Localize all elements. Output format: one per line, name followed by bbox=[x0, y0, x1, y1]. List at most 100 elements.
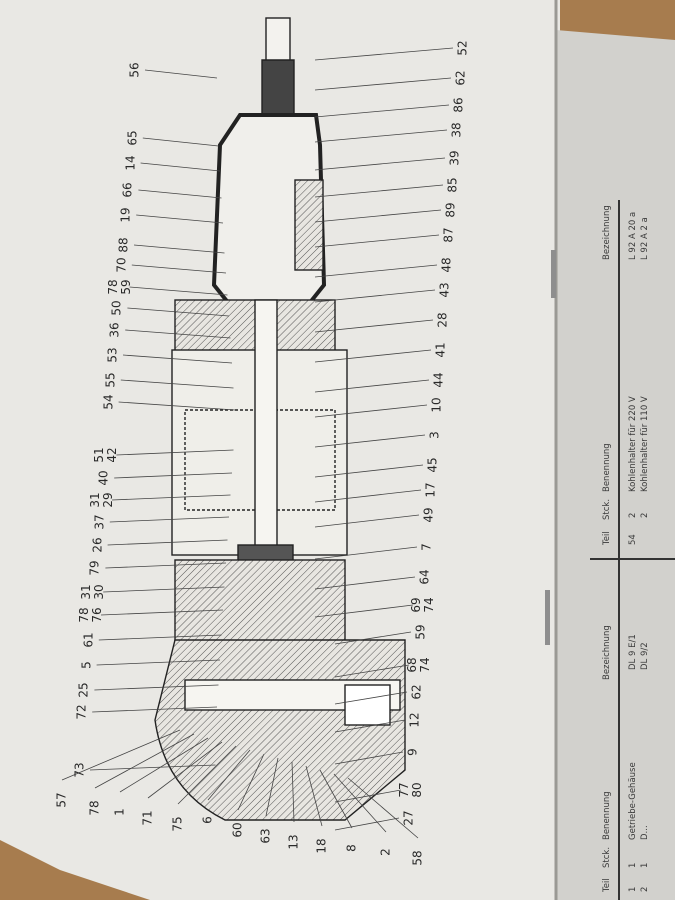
left-callout-label: 37 bbox=[92, 514, 107, 530]
leader-line bbox=[61, 729, 181, 781]
leader-line bbox=[96, 659, 221, 666]
right-callout-label: 39 bbox=[447, 150, 462, 166]
leader-line bbox=[98, 634, 222, 641]
leader-line bbox=[334, 719, 406, 733]
left-callout-label: 25 bbox=[76, 682, 91, 698]
left-callout-label: 53 bbox=[105, 347, 120, 363]
leader-line bbox=[314, 379, 430, 393]
col-bezeichnung: Bezeichnung bbox=[602, 205, 612, 260]
leader-line bbox=[314, 576, 416, 590]
right-callout-label: 85 bbox=[445, 177, 460, 193]
bottom-callout-label: 75 bbox=[170, 816, 185, 832]
leader-line bbox=[314, 77, 452, 91]
leader-line bbox=[334, 817, 400, 831]
switch bbox=[294, 179, 324, 271]
cell-bezeichnung: DL 9/2 bbox=[640, 642, 650, 670]
left-callout-label: 54 bbox=[101, 394, 116, 410]
leader-line bbox=[314, 546, 418, 560]
left-callout-label: 73 bbox=[72, 762, 87, 778]
leader-line bbox=[237, 753, 265, 811]
right-callout-label: 38 bbox=[449, 122, 464, 138]
lower-gear-housing bbox=[174, 559, 346, 651]
cell-stck: 2 bbox=[628, 512, 638, 518]
bottom-callout-label: 2 bbox=[378, 848, 393, 856]
right-callout-label: 87 bbox=[441, 227, 456, 243]
cell-stck: 1 bbox=[628, 862, 638, 868]
leader-line bbox=[131, 264, 227, 274]
leader-line bbox=[314, 104, 450, 118]
leader-line bbox=[314, 604, 414, 618]
leader-line bbox=[122, 354, 233, 364]
leader-line bbox=[291, 761, 295, 823]
left-callout-label: 50 bbox=[109, 300, 124, 316]
bottom-callout-label: 18 bbox=[314, 838, 329, 854]
left-callout-label: 40 bbox=[96, 470, 111, 486]
bottom-callout-label: 57 bbox=[54, 792, 69, 808]
left-callout-label: 65 bbox=[125, 130, 140, 146]
right-callout-label: 59 bbox=[413, 624, 428, 640]
bottom-callout-label: 13 bbox=[286, 834, 301, 850]
leader-line bbox=[314, 209, 442, 223]
leader-line bbox=[314, 184, 444, 198]
leader-line bbox=[127, 307, 230, 317]
leader-line bbox=[129, 286, 228, 296]
left-callout-label: 61 bbox=[81, 632, 96, 648]
leader-line bbox=[314, 129, 448, 143]
right-callout-label: 68 74 bbox=[405, 657, 432, 673]
leader-line bbox=[94, 684, 219, 691]
leader-line bbox=[314, 434, 426, 448]
col-benennung: Benennung bbox=[602, 443, 612, 492]
leader-line bbox=[334, 691, 408, 705]
leader-line bbox=[319, 769, 353, 829]
leader-line bbox=[125, 329, 231, 339]
leader-line bbox=[103, 586, 225, 593]
right-callout-label: 49 bbox=[421, 507, 436, 523]
leader-line bbox=[314, 289, 436, 303]
leader-line bbox=[136, 214, 224, 224]
leader-line bbox=[347, 777, 419, 839]
right-callout-label: 45 bbox=[425, 457, 440, 473]
col-benennung: Benennung bbox=[602, 791, 612, 840]
leader-line bbox=[314, 489, 422, 503]
leader-line bbox=[116, 449, 234, 456]
left-callout-label: 72 bbox=[74, 704, 89, 720]
leader-line bbox=[305, 765, 323, 827]
leader-line bbox=[105, 562, 227, 569]
right-callout-label: 62 bbox=[409, 684, 424, 700]
right-callout-label: 52 bbox=[455, 40, 470, 56]
leader-line bbox=[207, 749, 251, 801]
left-callout-label: 31 30 bbox=[79, 584, 107, 600]
leader-line bbox=[92, 706, 218, 713]
left-callout-label: 78 59 bbox=[105, 279, 133, 295]
leader-line bbox=[111, 494, 231, 501]
bottom-callout-label: 71 bbox=[140, 810, 155, 826]
leader-line bbox=[334, 631, 412, 645]
leader-line bbox=[265, 757, 279, 817]
right-callout-label: 77 80 bbox=[397, 782, 424, 798]
leader-line bbox=[314, 464, 424, 478]
right-callout-label: 27 bbox=[401, 810, 416, 826]
bottom-callout-label: 60 bbox=[230, 822, 245, 838]
right-callout-label: 44 bbox=[431, 372, 446, 388]
col-bezeichnung: Bezeichnung bbox=[602, 625, 612, 680]
col-stck: Stck. bbox=[602, 846, 612, 868]
leader-line bbox=[314, 404, 428, 418]
right-callout-label: 17 bbox=[423, 482, 438, 498]
binding-staple bbox=[545, 590, 550, 645]
right-callout-label: 41 bbox=[433, 342, 448, 358]
left-callout-label: 51 42 bbox=[92, 447, 120, 463]
leader-line bbox=[314, 157, 446, 171]
left-callout-label: 70 bbox=[114, 257, 129, 273]
leader-line bbox=[334, 789, 402, 803]
table-row: 1 1 Getriebe-Gehäuse DL 9 E/1 bbox=[628, 634, 638, 892]
leader-line bbox=[314, 47, 454, 61]
left-callout-label: 88 bbox=[116, 237, 131, 253]
bottom-callout-label: 6 bbox=[200, 816, 215, 824]
col-stck: Stck. bbox=[602, 498, 612, 520]
left-callout-label: 79 bbox=[87, 560, 102, 576]
bottom-callout-label: 58 bbox=[410, 850, 425, 866]
cell-bezeichnung: L 92 A 2 a bbox=[640, 217, 650, 260]
leader-line bbox=[314, 349, 432, 363]
cell-stck: 2 bbox=[640, 512, 650, 518]
